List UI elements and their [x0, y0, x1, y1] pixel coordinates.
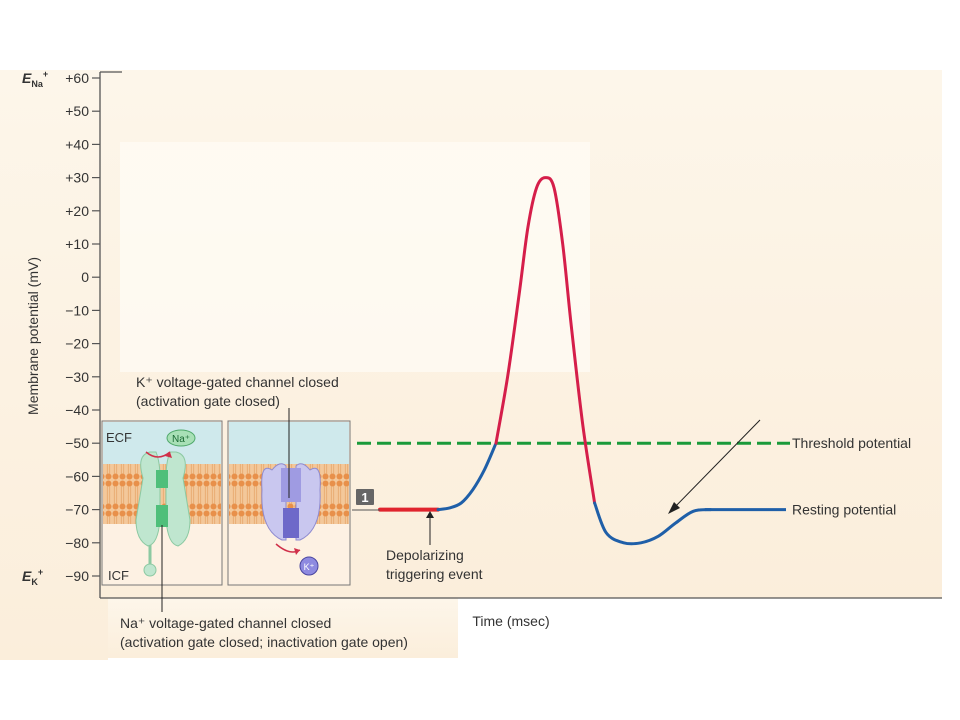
na-channel-label-line1: Na⁺ voltage-gated channel closed — [120, 615, 331, 631]
action-potential-trace — [378, 176, 713, 546]
y-tick-label: −70 — [65, 502, 89, 518]
y-tick-label: −80 — [65, 535, 89, 551]
depolarizing-label-line1: Depolarizing — [386, 547, 464, 563]
k-channel-label-line1: K⁺ voltage-gated channel closed — [136, 374, 339, 390]
y-tick-label: +30 — [65, 170, 89, 186]
na-flow-arrow — [145, 451, 171, 458]
na-ion — [166, 429, 196, 447]
resting-pointer-line — [671, 419, 761, 511]
y-tick-label: −90 — [65, 568, 89, 584]
ena-label: ENa+ — [22, 69, 48, 89]
k-channel-protein — [261, 463, 321, 541]
na-ion-label: Na⁺ — [172, 434, 190, 445]
y-tick-label: 0 — [81, 269, 89, 285]
depolarizing-label-line2: triggering event — [386, 566, 483, 582]
y-tick-label: −30 — [65, 369, 89, 385]
ena-symbol: ENa+ — [22, 69, 48, 89]
y-tick-label: +40 — [65, 136, 89, 152]
y-tick-label: −40 — [65, 402, 89, 418]
y-tick-label: −20 — [65, 336, 89, 352]
trace-segment-hyperpolarization — [593, 501, 713, 546]
ecf-label: ECF — [106, 430, 132, 445]
axes — [99, 71, 942, 599]
trace-segment-depolarization — [436, 441, 498, 512]
y-axis-label: Membrane potential (mV) — [25, 257, 41, 415]
y-ticks: +60 +50 +40 +30 +20 +10 0 −10 −20 −30 −40 −50 −60 −70… — [65, 70, 100, 584]
k-ion-label: K⁺ — [304, 562, 315, 572]
caption-background — [108, 598, 458, 658]
resting-pointer-arrowhead — [668, 502, 680, 514]
y-tick-label: −60 — [65, 468, 89, 484]
na-flow-arrowhead — [165, 452, 172, 458]
k-ion — [299, 556, 319, 576]
y-tick-label: +60 — [65, 70, 89, 86]
step-badge — [356, 489, 374, 505]
na-channel-label-line2: (activation gate closed; inactivation ga… — [120, 634, 408, 650]
plot-inner-panel — [120, 142, 590, 372]
ek-symbol: EK+ — [22, 567, 43, 587]
y-tick-label: +50 — [65, 103, 89, 119]
step-badge-number: 1 — [361, 490, 368, 505]
y-tick-label: −10 — [65, 302, 89, 318]
y-tick-label: −50 — [65, 435, 89, 451]
y-tick-label: +20 — [65, 203, 89, 219]
resting-label: Resting potential — [792, 502, 896, 518]
icf-label: ICF — [108, 568, 129, 583]
depolarizing-pointer-arrowhead — [426, 511, 434, 518]
left-margin-background — [0, 70, 108, 660]
trace-segment-spike — [494, 176, 597, 505]
k-channel-label-line2: (activation gate closed) — [136, 393, 280, 409]
x-axis-label: Time (msec) — [472, 613, 549, 629]
k-flow-arrowhead — [294, 548, 300, 555]
threshold-label: Threshold potential — [792, 435, 911, 451]
na-channel-protein — [135, 451, 191, 577]
y-tick-label: +10 — [65, 236, 89, 252]
ek-label: EK+ — [22, 567, 43, 587]
